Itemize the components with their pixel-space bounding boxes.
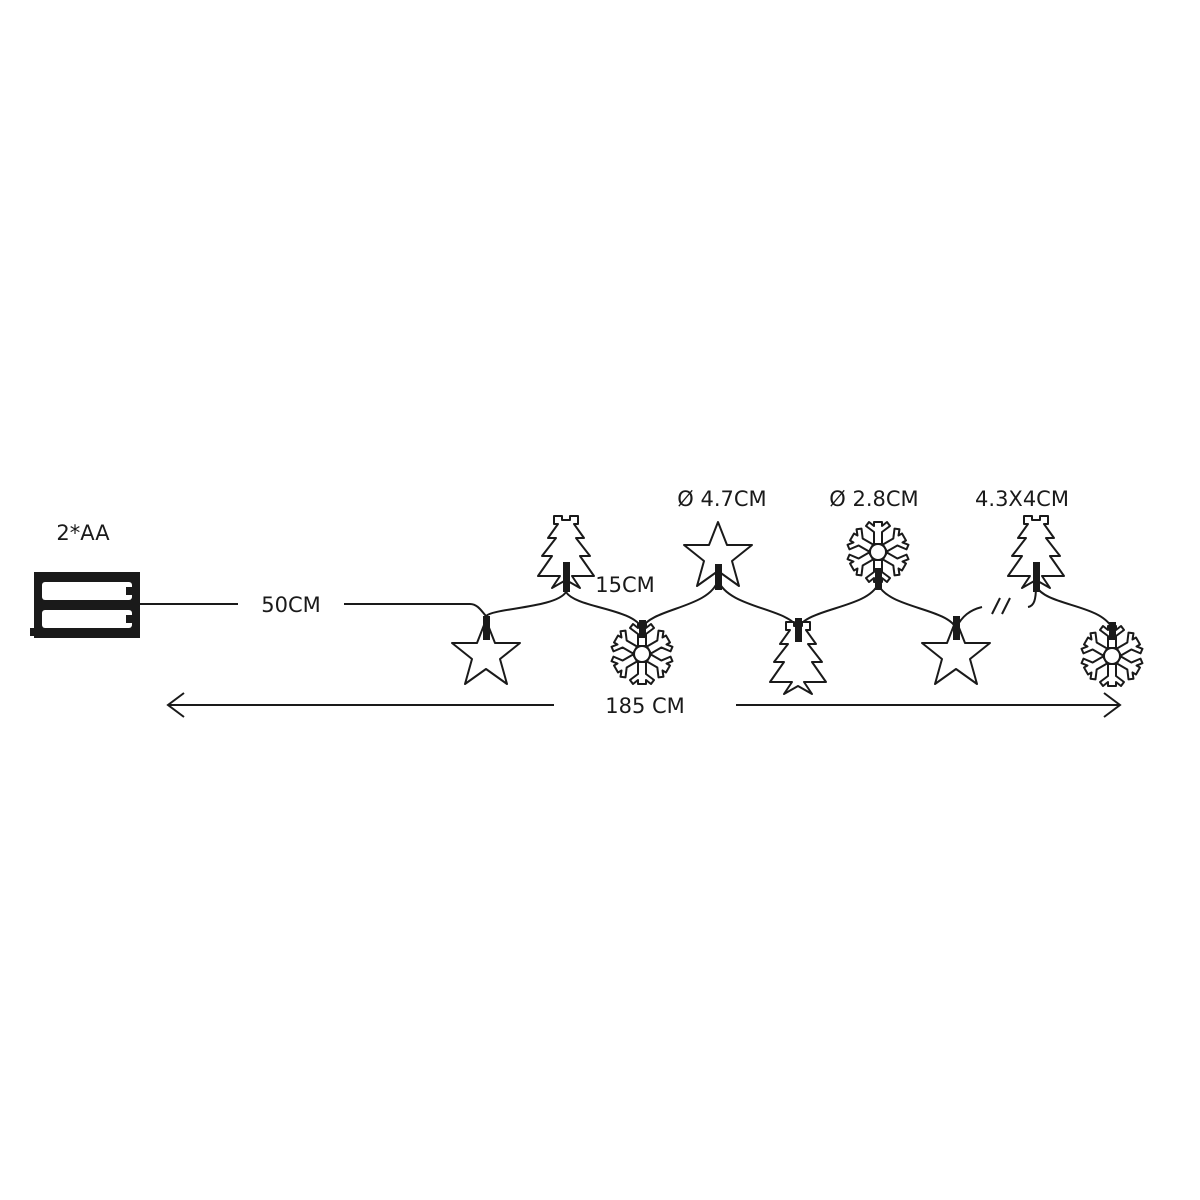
snowflake-icon — [846, 522, 910, 590]
wire-break-mark — [991, 597, 1011, 615]
spacing-label: 15CM — [595, 573, 655, 597]
battery-box — [30, 572, 140, 638]
tree-size-label: 4.3X4CM — [975, 487, 1069, 511]
snowflake-size-label: Ø 2.8CM — [829, 487, 918, 511]
lead-length-label: 50CM — [261, 593, 321, 617]
star-icon — [451, 616, 521, 685]
star-size-label: Ø 4.7CM — [677, 487, 766, 511]
star-icon — [921, 616, 991, 685]
tree-icon — [537, 515, 595, 592]
tree-icon — [769, 618, 827, 695]
total-length-dimension — [166, 692, 1122, 718]
star-icon — [683, 521, 753, 590]
snowflake-icon — [1080, 622, 1144, 686]
snowflake-icon — [610, 620, 674, 684]
battery-label: 2*AA — [56, 521, 110, 545]
total-length-label: 185 CM — [605, 694, 685, 718]
tree-icon — [1007, 515, 1065, 592]
